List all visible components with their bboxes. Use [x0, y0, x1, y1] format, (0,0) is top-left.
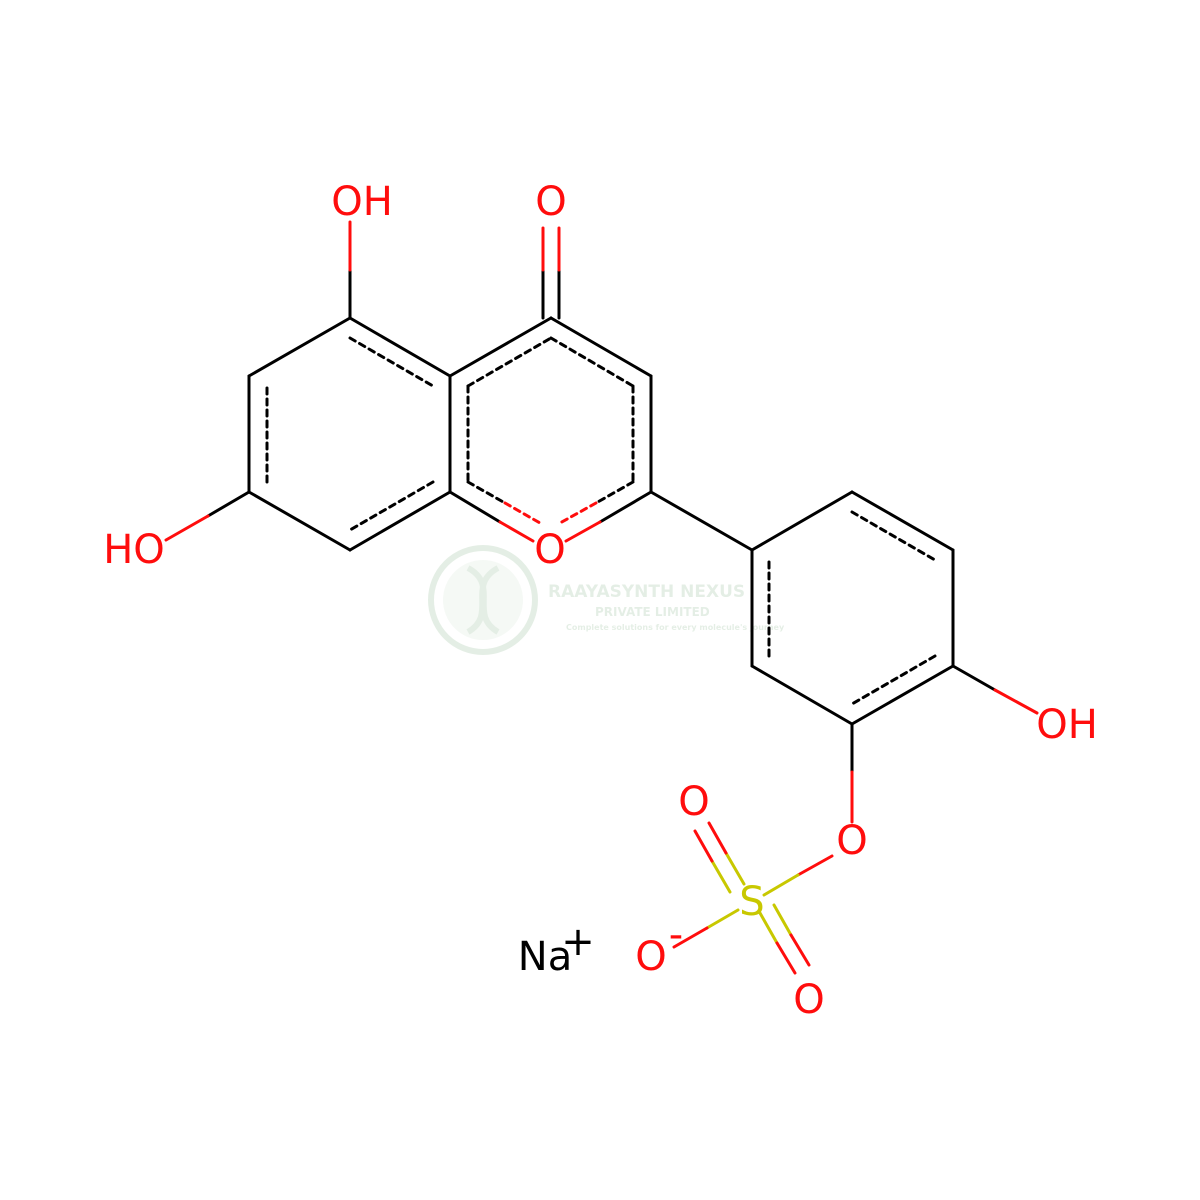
interring-bond	[649, 490, 754, 552]
atom-o-anion: O	[635, 934, 666, 980]
s-o-double-bond-bottom	[758, 903, 811, 975]
atom-na: Na	[518, 934, 572, 980]
atom-s: S	[739, 879, 764, 925]
s-o-anion-bond	[672, 908, 740, 949]
bonds	[164, 220, 1039, 975]
atom-o-ester: O	[836, 818, 867, 864]
watermark: RAAYASYNTH NEXUS PRIVATE LIMITED Complet…	[428, 545, 785, 655]
atom-o-ring: O	[534, 527, 565, 573]
anion-charge: -	[669, 912, 683, 958]
ring-b-aromatic	[767, 510, 937, 706]
watermark-logo-icon	[428, 545, 538, 655]
watermark-tagline: Complete solutions for every molecule's …	[566, 623, 785, 632]
oh-right-bond	[951, 664, 1039, 715]
ring-c-aromatic	[466, 336, 635, 525]
ring-c-oxygen-bonds	[498, 520, 602, 543]
watermark-subtitle: PRIVATE LIMITED	[595, 605, 710, 619]
ring-a	[247, 316, 452, 552]
s-o-double-bond-top	[693, 821, 746, 894]
carbonyl-bond	[541, 226, 561, 320]
ring-a-aromatic	[265, 336, 435, 532]
na-charge: +	[561, 919, 595, 965]
atom-oh-left: HO	[103, 527, 165, 573]
o-s-bond	[762, 854, 834, 897]
atom-oh-top: OH	[331, 179, 393, 225]
watermark-company: RAAYASYNTH NEXUS	[548, 582, 745, 602]
atom-oh-right: OH	[1036, 702, 1098, 748]
atom-o-sulfonyl-bottom: O	[793, 977, 824, 1023]
atom-o-carbonyl: O	[535, 179, 566, 225]
atom-labels: OH O HO O OH O O S O O - Na +	[103, 179, 1098, 1023]
atom-o-sulfonyl-top: O	[678, 779, 709, 825]
ring-c	[448, 316, 653, 524]
oh-left-bond	[164, 490, 251, 542]
ring-b	[750, 490, 955, 726]
